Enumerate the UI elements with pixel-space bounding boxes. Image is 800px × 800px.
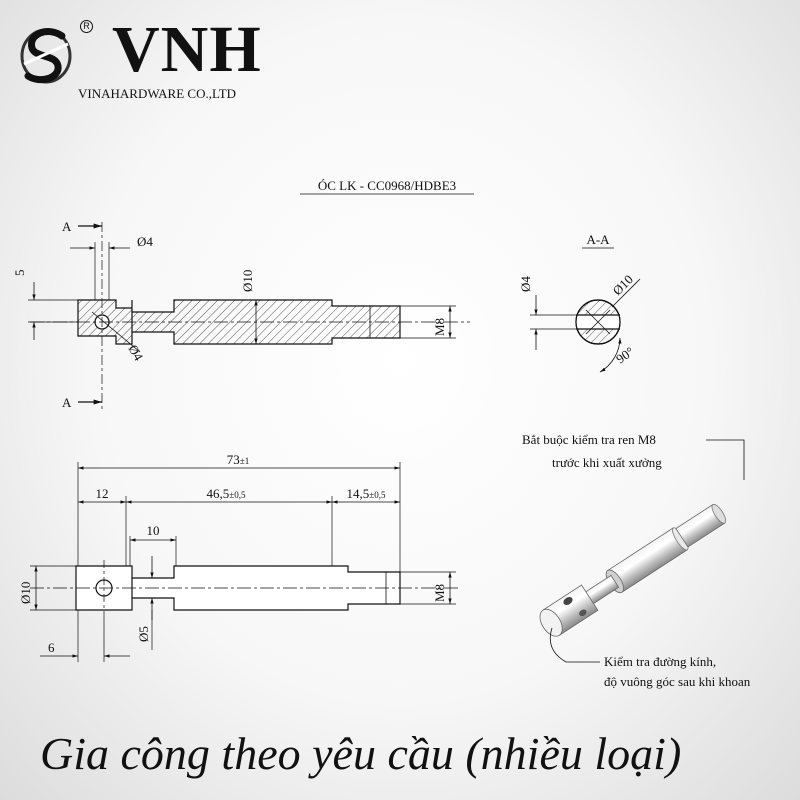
section-letter-bottom: A xyxy=(62,395,72,410)
vnh-logo-icon xyxy=(20,28,72,84)
dim-12: 12 xyxy=(96,486,109,501)
section-view xyxy=(530,278,641,373)
note-hole-check-2: độ vuông góc sau khi khoan xyxy=(604,674,751,689)
dim-m8-front: M8 xyxy=(432,584,447,602)
registered-mark: R xyxy=(80,20,93,33)
dim-14-5: 14,5±0,5 xyxy=(347,486,386,501)
section-dim-d10: Ø10 xyxy=(610,272,636,298)
drawing-title: ÓC LK - CC0968/HDBE3 xyxy=(318,178,456,193)
brand-name: VNH xyxy=(112,13,262,86)
dim-6: 6 xyxy=(48,640,55,655)
side-dim-5: 5 xyxy=(12,270,27,277)
company-name: VINAHARDWARE CO.,LTD xyxy=(78,86,237,101)
dim-d10-front: Ø10 xyxy=(18,582,33,604)
section-angle: 90° xyxy=(613,344,637,367)
dim-46-5: 46,5±0,5 xyxy=(207,486,246,501)
section-dim-d4: Ø4 xyxy=(518,276,533,292)
note-hole-check-1: Kiểm tra đường kính, xyxy=(604,654,716,669)
dimension-view xyxy=(30,462,460,662)
side-view xyxy=(28,222,470,410)
section-label: A-A xyxy=(586,232,610,247)
part-3d-render xyxy=(539,503,727,637)
side-dim-d4-top: Ø4 xyxy=(137,234,153,249)
note-thread-check-2: trước khi xuất xưởng xyxy=(552,455,662,470)
side-dim-m8: M8 xyxy=(432,318,447,336)
side-dim-d4-hole: Ø4 xyxy=(125,342,146,364)
section-letter-top: A xyxy=(62,219,72,234)
side-dim-d10: Ø10 xyxy=(240,270,255,292)
note-thread-check-1: Bắt buộc kiểm tra ren M8 xyxy=(522,432,656,447)
footer-tagline: Gia công theo yêu cầu (nhiều loại) xyxy=(40,728,682,779)
dim-overall: 73±1 xyxy=(227,452,249,467)
dim-d5: Ø5 xyxy=(136,626,151,642)
dim-10: 10 xyxy=(147,523,160,538)
